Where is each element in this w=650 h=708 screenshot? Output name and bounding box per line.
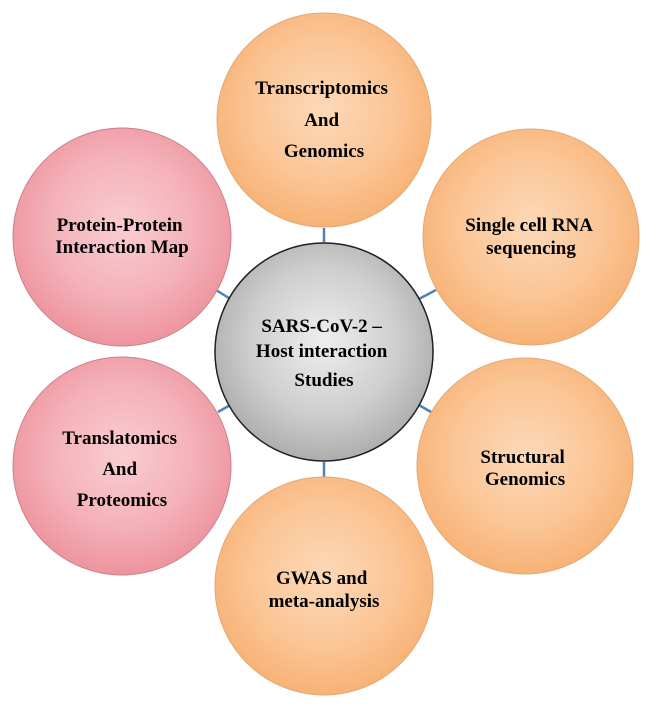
node-structural-line-1: Structural [480,447,564,468]
node-single-cell: Single cell RNA sequencing [422,128,640,346]
node-structural-line-2: Genomics [485,469,565,490]
node-gwas-label: GWAS and meta-analysis [269,568,380,612]
node-center-line-3: Studies [294,370,353,391]
node-translatomics-circle [12,356,232,576]
node-translatomics-label: Translatomics And Proteomics [62,428,181,511]
node-center-line-2: Host interaction [256,341,388,362]
node-single-cell-circle [422,128,640,346]
node-ppi-circle [12,127,232,347]
node-transcriptomics-line-2: And [304,110,339,131]
node-gwas-line-2: meta-analysis [269,591,380,612]
node-translatomics-line-3: Proteomics [77,490,167,511]
node-single-cell-label: Single cell RNA sequencing [465,215,596,259]
node-gwas-circle [214,476,434,696]
node-transcriptomics-line-3: Genomics [284,141,364,162]
node-center-label: SARS-CoV-2 – Host interaction Studies [256,316,392,391]
node-gwas-line-1: GWAS and [276,568,368,589]
node-translatomics-line-1: Translatomics [62,428,177,449]
node-transcriptomics-label: Transcriptomics And Genomics [255,78,392,162]
node-transcriptomics-line-1: Transcriptomics [255,78,388,99]
node-transcriptomics-circle [216,12,432,228]
node-center-circle [214,242,434,462]
node-center-line-1: SARS-CoV-2 – [261,316,382,337]
node-single-cell-line-1: Single cell RNA [465,215,593,236]
node-ppi-label: Protein-Protein Interaction Map [55,215,189,258]
node-structural-circle [416,357,634,575]
node-ppi: Protein-Protein Interaction Map [12,127,232,347]
node-gwas: GWAS and meta-analysis [214,476,434,696]
node-center: SARS-CoV-2 – Host interaction Studies [214,242,434,462]
node-single-cell-line-2: sequencing [486,238,576,259]
node-ppi-line-1: Protein-Protein [57,215,183,236]
node-transcriptomics: Transcriptomics And Genomics [216,12,432,228]
connector-single-cell [416,288,437,302]
node-translatomics-line-2: And [102,459,137,480]
node-structural-label: Structural Genomics [480,447,569,490]
node-structural: Structural Genomics [416,357,634,575]
node-ppi-line-2: Interaction Map [55,237,189,258]
node-translatomics: Translatomics And Proteomics [12,356,232,576]
